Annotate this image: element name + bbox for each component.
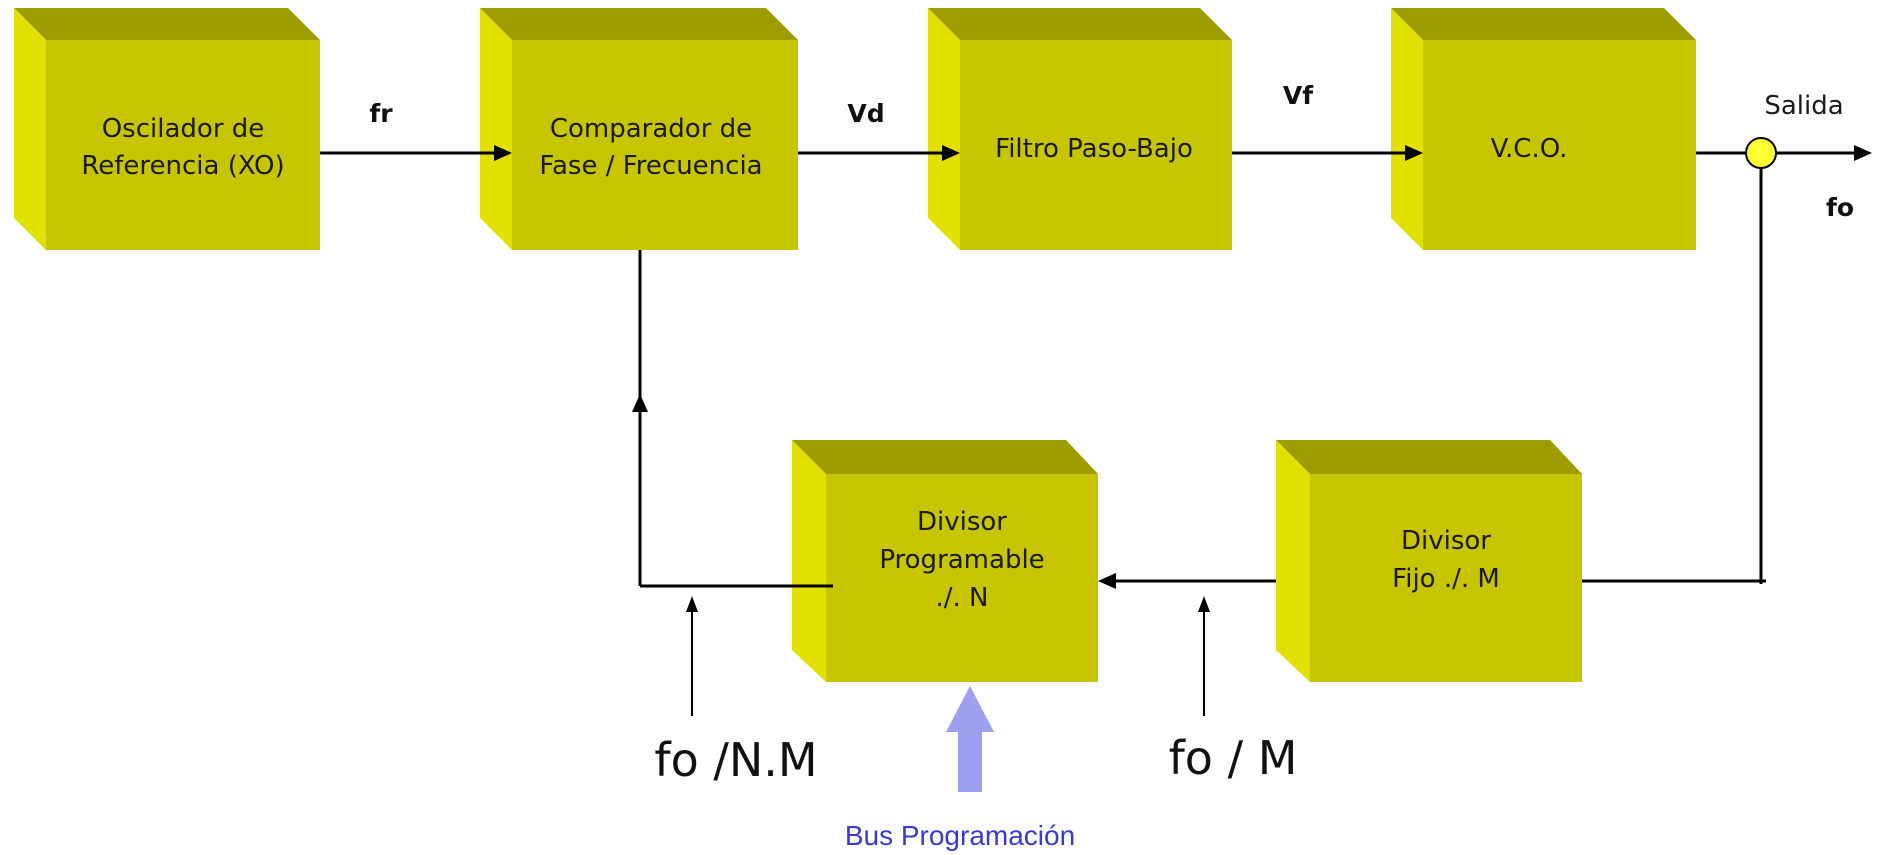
block-prog-divider-top	[792, 440, 1098, 474]
block-fixed-divider-top	[1276, 440, 1582, 474]
feedback-fixed-to-prog-divider	[1098, 573, 1276, 589]
vco-label: V.C.O.	[1491, 134, 1568, 164]
output-junction-node	[1745, 137, 1777, 169]
indicator-arrowhead-fo-nm	[686, 596, 698, 612]
fixed-divider-label-line2: Fijo ./. M	[1392, 564, 1500, 594]
block-filter-top	[928, 8, 1232, 40]
connection-vd	[798, 145, 960, 161]
indicator-arrowhead-fo-m	[1198, 596, 1210, 612]
block-fixed-divider-side	[1276, 440, 1310, 682]
feedback-vco-to-fixed-divider	[1582, 153, 1766, 584]
block-oscillator-front	[46, 40, 320, 250]
indicator-arrow-fo-m	[1198, 596, 1210, 716]
arrowhead-feedback-up	[632, 394, 648, 412]
signal-label-salida: Salida	[1764, 91, 1843, 121]
programming-bus-arrow	[946, 686, 994, 792]
block-comparator: Comparador de Fase / Frecuencia	[480, 8, 798, 250]
signal-label-fr: fr	[369, 99, 393, 128]
connection-fr	[320, 145, 512, 161]
arrowhead-vf	[1405, 145, 1423, 161]
oscillator-label-line2: Referencia (XO)	[81, 151, 284, 181]
bus-programming-label: Bus Programación	[845, 820, 1075, 851]
freq-label-fo-m: fo / M	[1169, 731, 1298, 785]
signal-label-fo: fo	[1826, 193, 1854, 222]
signal-label-vf: Vf	[1283, 81, 1314, 110]
block-filter-side	[928, 8, 960, 250]
block-vco-front	[1423, 40, 1696, 250]
block-comparator-front	[512, 40, 798, 250]
arrowhead-fixed-to-prog	[1098, 573, 1116, 589]
connection-vf	[1232, 145, 1423, 161]
fixed-divider-label-line1: Divisor	[1401, 526, 1491, 556]
arrowhead-vd	[942, 145, 960, 161]
oscillator-label-line1: Oscilador de	[102, 114, 265, 144]
prog-divider-label-line2: Programable	[879, 545, 1044, 575]
block-comparator-top	[480, 8, 798, 40]
block-comparator-side	[480, 8, 512, 250]
freq-label-fo-nm: fo /N.M	[654, 733, 817, 787]
prog-divider-label-line3: ./. N	[935, 583, 988, 613]
prog-divider-label-line1: Divisor	[917, 507, 1007, 537]
block-programmable-divider: Divisor Programable ./. N	[792, 440, 1098, 682]
signal-label-vd: Vd	[847, 99, 884, 128]
bus-arrow-shaft	[958, 730, 982, 792]
block-vco-side	[1391, 8, 1423, 250]
block-filter: Filtro Paso-Bajo	[928, 8, 1232, 250]
block-prog-divider-side	[792, 440, 826, 682]
block-oscillator: Oscilador de Referencia (XO)	[14, 8, 320, 250]
filter-label: Filtro Paso-Bajo	[995, 134, 1193, 164]
block-vco-top	[1391, 8, 1696, 40]
comparator-label-line1: Comparador de	[550, 114, 752, 144]
block-fixed-divider-front	[1310, 474, 1582, 682]
block-fixed-divider: Divisor Fijo ./. M	[1276, 440, 1582, 682]
block-filter-front	[960, 40, 1232, 250]
bus-arrow-head	[946, 686, 994, 732]
connection-output	[1696, 145, 1872, 161]
block-oscillator-side	[14, 8, 46, 250]
feedback-prog-divider-to-comparator	[632, 250, 833, 588]
block-oscillator-top	[14, 8, 320, 40]
arrowhead-output	[1854, 145, 1872, 161]
block-vco: V.C.O.	[1391, 8, 1696, 250]
block-prog-divider-front	[826, 474, 1098, 682]
comparator-label-line2: Fase / Frecuencia	[539, 151, 762, 181]
arrowhead-fr	[494, 145, 512, 161]
indicator-arrow-fo-nm	[686, 596, 698, 716]
